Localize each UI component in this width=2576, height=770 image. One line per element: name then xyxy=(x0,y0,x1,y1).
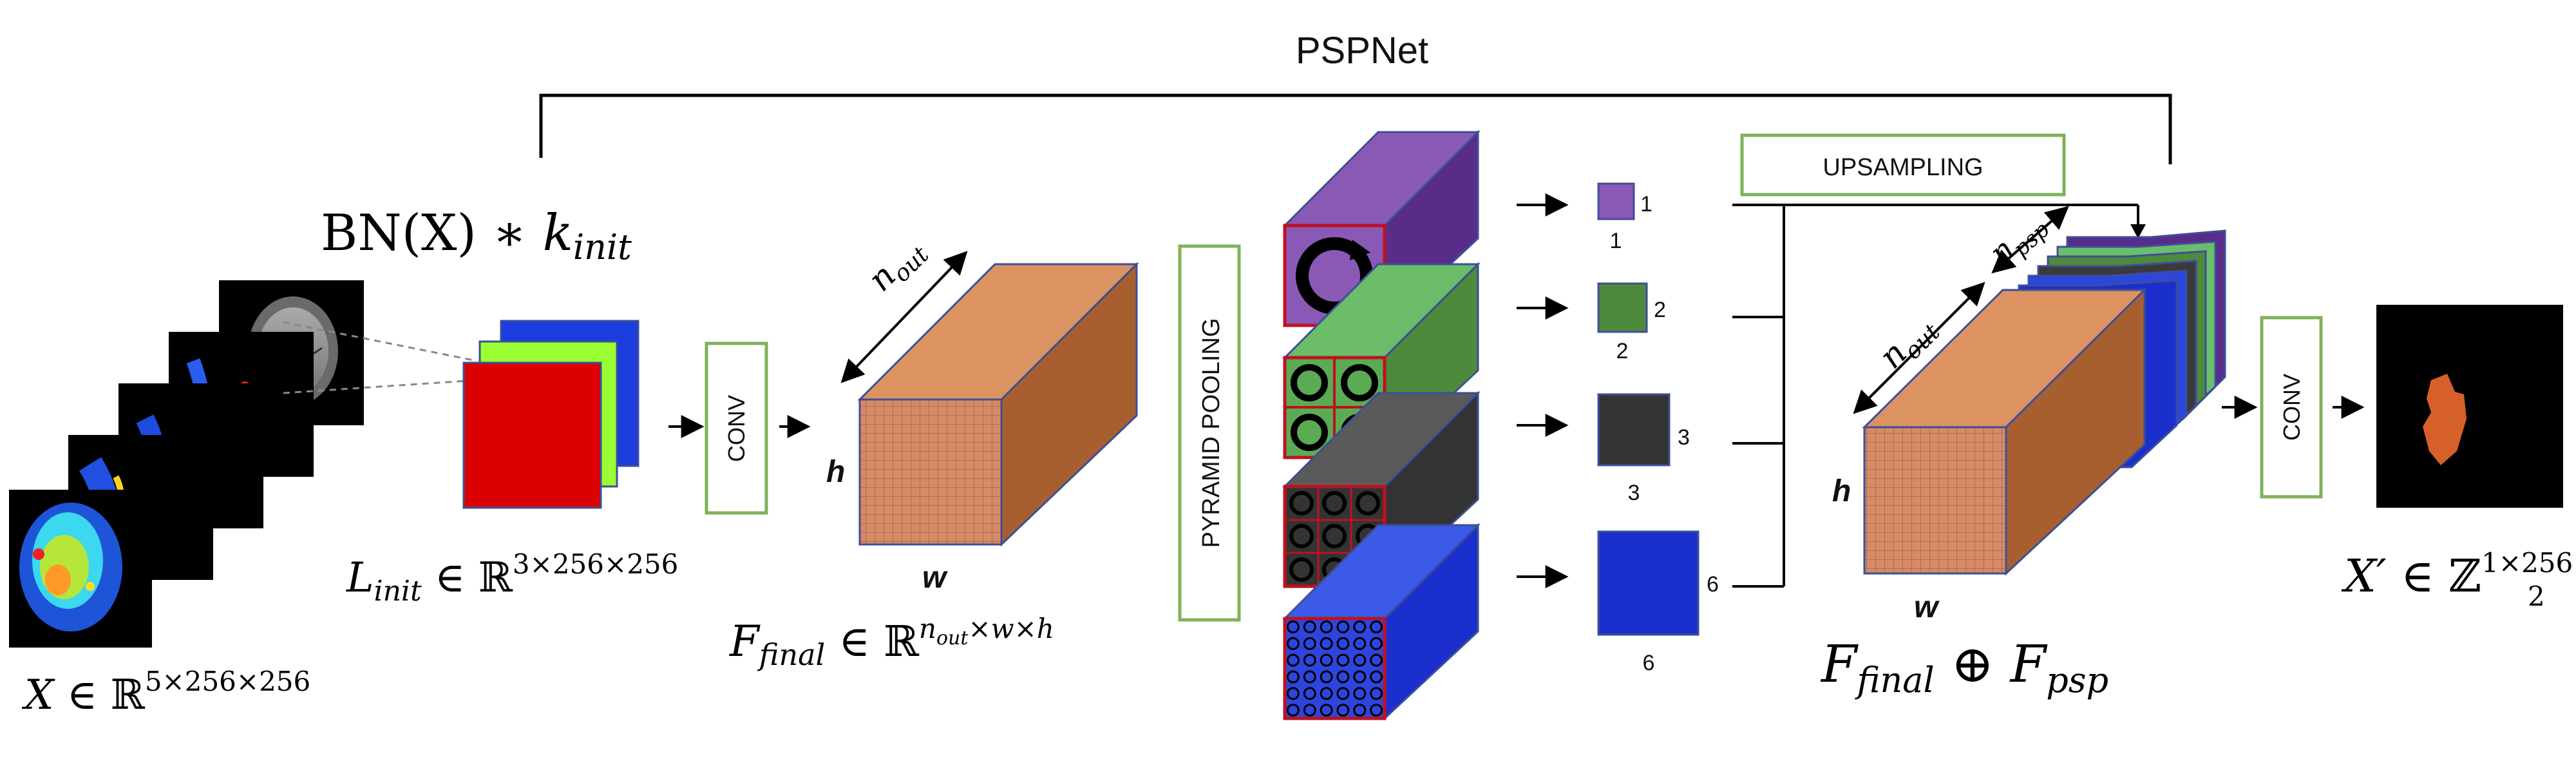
pool-6-cell xyxy=(1336,620,1350,633)
svg-text:2: 2 xyxy=(1654,298,1666,322)
output-mask xyxy=(2376,305,2563,508)
pool-6-cell xyxy=(1353,620,1367,633)
pool-6-cell xyxy=(1370,670,1383,684)
conv-label-1: CONV xyxy=(723,395,750,462)
pool-cuboid-2 xyxy=(1282,262,1481,460)
conv-block-2 xyxy=(2260,316,2323,499)
fused-feature-cuboid xyxy=(1862,287,2147,576)
pool-6-cell xyxy=(1286,687,1300,700)
pool-6-cell xyxy=(1303,687,1316,700)
n-out-label: nout xyxy=(861,229,934,303)
final-feature-cuboid xyxy=(857,262,1139,547)
n-out-dimension-arrow xyxy=(840,251,968,383)
input-slice-5 xyxy=(9,490,152,648)
pool-6-cell xyxy=(1320,670,1333,684)
pool-6-cell xyxy=(1353,637,1367,650)
pool-6-cell xyxy=(1336,670,1350,684)
pool-6-cell xyxy=(1353,670,1367,684)
pool-cuboid-6 xyxy=(1282,523,1481,721)
pool-6-cell xyxy=(1320,653,1333,667)
pool-6-cell xyxy=(1353,653,1367,667)
conv-label-2: CONV xyxy=(2278,374,2305,441)
pyramid-pooling-label: PYRAMID POOLING xyxy=(1198,318,1225,548)
pyramid-pooling-block xyxy=(1178,244,1241,622)
upsampling-block xyxy=(1740,133,2066,197)
svg-text:6: 6 xyxy=(1643,651,1655,675)
svg-text:3: 3 xyxy=(1628,481,1640,505)
fused-h-label: h xyxy=(1832,474,1851,508)
pool-6-cell xyxy=(1286,620,1300,633)
w-label: w xyxy=(922,561,948,595)
output-set-subscript: 2 xyxy=(2528,581,2545,612)
concat-bracket xyxy=(1732,204,2139,588)
pool-6-cell xyxy=(1303,637,1316,650)
bn-label: BN(X) ∗ kinit xyxy=(321,204,632,267)
n-psp-arrow xyxy=(1991,206,2069,274)
svg-text:1: 1 xyxy=(1640,192,1653,217)
pooled-output-2: 2 2 xyxy=(1597,282,1666,363)
conv-block-1 xyxy=(705,342,768,515)
n-psp-label: npsp xyxy=(1983,205,2055,276)
pool-6-cell xyxy=(1353,704,1367,717)
input-slice-stack xyxy=(9,280,477,648)
final-features-label: Ffinal ∈ ℝnout×w×h xyxy=(729,613,1054,672)
pool-6-cell xyxy=(1336,637,1350,650)
pool-6-cell xyxy=(1336,687,1350,700)
svg-text:1: 1 xyxy=(1610,229,1622,253)
svg-text:3: 3 xyxy=(1678,425,1690,450)
pool-6-cell xyxy=(1320,620,1333,633)
pooled-output-1: 1 1 xyxy=(1597,182,1653,253)
pool-6-cell xyxy=(1353,687,1367,700)
svg-text:6: 6 xyxy=(1707,572,1719,597)
pool-6-cell xyxy=(1370,687,1383,700)
upsampling-label: UPSAMPLING xyxy=(1823,154,1983,181)
pooled-output-6: 6 6 xyxy=(1597,530,1719,675)
pool-6-cell xyxy=(1320,704,1333,717)
fused-label: Ffinal ⊕ Fpsp xyxy=(1820,634,2108,700)
pool-6-cell xyxy=(1370,704,1383,717)
pooled-output-3: 3 3 xyxy=(1597,393,1690,505)
pool-6-cell xyxy=(1320,687,1333,700)
init-feature-maps xyxy=(462,320,639,509)
pspnet-bracket xyxy=(539,93,2172,164)
pool-6-cell xyxy=(1286,704,1300,717)
fused-w-label: w xyxy=(1914,590,1940,624)
svg-text:2: 2 xyxy=(1616,339,1629,363)
pool-6-cell xyxy=(1370,653,1383,667)
pool-6-cell xyxy=(1303,620,1316,633)
pool-6-cell xyxy=(1336,653,1350,667)
input-label: X ∈ ℝ5×256×256 xyxy=(21,666,310,719)
pool-6-cell xyxy=(1336,704,1350,717)
output-label: X′ ∈ ℤ1×256×256 xyxy=(2341,547,2576,602)
pool-6-cell xyxy=(1303,704,1316,717)
fused-n-out-arrow xyxy=(1853,282,1985,414)
pspnet-title: PSPNet xyxy=(1296,30,1428,72)
h-label: h xyxy=(826,455,845,489)
pool-6-cell xyxy=(1286,653,1300,667)
pool-6-cell xyxy=(1303,670,1316,684)
pool-6-cell xyxy=(1370,637,1383,650)
pool-6-cell xyxy=(1286,637,1300,650)
pool-6-cell xyxy=(1320,637,1333,650)
pool-6-cell xyxy=(1286,670,1300,684)
pool-6-cell xyxy=(1303,653,1316,667)
init-label: Linit ∈ ℝ3×256×256 xyxy=(346,548,678,608)
pool-6-cell xyxy=(1370,620,1383,633)
